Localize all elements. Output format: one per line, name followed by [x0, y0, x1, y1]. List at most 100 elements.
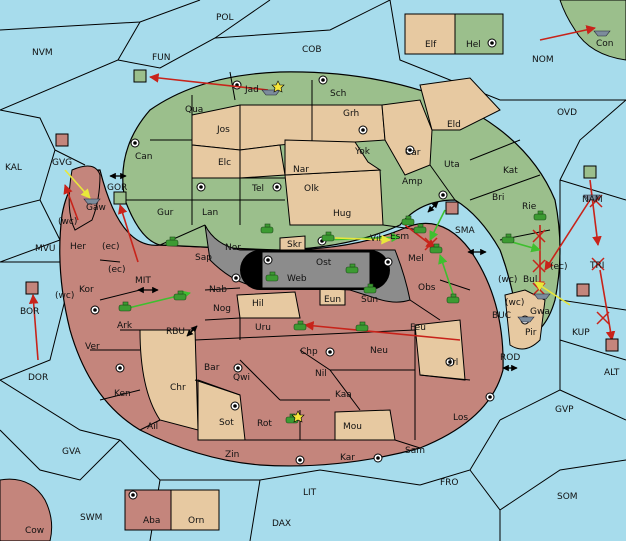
sea-label-COB: COB	[302, 45, 322, 55]
land-label-Grh: Grh	[343, 109, 359, 119]
land-label-Vil: Vil	[370, 234, 381, 244]
land-label-Kat: Kat	[503, 166, 518, 176]
land-label-Ken: Ken	[114, 389, 131, 399]
land-label-Hel: Hel	[466, 40, 481, 50]
land-label-Sam: Sam	[405, 446, 425, 456]
land-label-Nab: Nab	[209, 285, 227, 295]
land-label-Web: Web	[287, 274, 307, 284]
land-label-Neu: Neu	[370, 346, 388, 356]
sea-label-BUC: BUC	[492, 311, 511, 321]
sea-label-SWM: SWM	[80, 513, 102, 523]
land-label-Gaw: Gaw	[86, 203, 106, 213]
land-label-Olk: Olk	[304, 184, 320, 194]
orders-yellow	[64, 169, 571, 306]
land-label-Jos: Jos	[216, 125, 230, 135]
coast-tags: (wc) (ec) (ec) (wc) (ec) (wc) (wc)	[55, 217, 568, 308]
land-label-Bul: Bul	[523, 275, 537, 285]
land-label-Skr: Skr	[287, 240, 302, 250]
land-label-Amp: Amp	[402, 177, 423, 187]
land-label-Sun: Sun	[361, 295, 378, 305]
land-label-Nor: Nor	[225, 243, 241, 253]
land-label-Qwi: Qwi	[233, 373, 250, 383]
land-label-Uru: Uru	[255, 323, 271, 333]
star-markers	[271, 80, 305, 423]
land-label-Nar: Nar	[293, 165, 309, 175]
land-label-Car: Car	[405, 148, 421, 158]
sea-label-GVP: GVP	[555, 405, 574, 415]
land-label-Ver: Ver	[85, 342, 100, 352]
sea-label-KUP: KUP	[572, 328, 590, 338]
land-label-Feu: Feu	[410, 323, 426, 333]
land-label-Bar: Bar	[204, 363, 220, 373]
land-label-Chp: Chp	[300, 347, 318, 357]
land-label-Hug: Hug	[333, 209, 351, 219]
land-label-Jad: Jad	[244, 85, 259, 95]
sea-label-ALT: ALT	[604, 368, 620, 378]
land-label-Los: Los	[453, 413, 468, 423]
sea-label-NAM: NAM	[582, 195, 603, 205]
land-label-Mel: Mel	[408, 254, 424, 264]
sea-label-MIT: MIT	[135, 276, 151, 286]
land-label-Sot: Sot	[219, 418, 234, 428]
land-label-Esm: Esm	[390, 232, 409, 242]
sea-label-TRI: TRI	[589, 261, 604, 271]
land-label-Eld: Eld	[447, 120, 461, 130]
land-label-Her: Her	[70, 242, 86, 252]
land-label-Hil: Hil	[252, 299, 264, 309]
island-aba-orn	[124, 489, 220, 531]
land-label-Can: Can	[135, 152, 153, 162]
sea-label-POL: POL	[216, 13, 234, 23]
sea-label-BOR: BOR	[20, 307, 39, 317]
sea-label-FUN: FUN	[152, 53, 171, 63]
sea-label-GVA: GVA	[62, 447, 82, 457]
land-label-Cow: Cow	[25, 526, 44, 536]
land-label-Rie: Rie	[522, 202, 537, 212]
sea-label-MVU: MVU	[35, 244, 56, 254]
land-label-Orl: Orl	[445, 358, 458, 368]
fleet-ships	[83, 30, 611, 323]
land-label-Ark: Ark	[117, 321, 133, 331]
land-label-Ost: Ost	[316, 258, 332, 268]
land-label-Sch: Sch	[330, 89, 346, 99]
coast-tag-gwa-wc: (wc)	[505, 298, 524, 308]
sea-label-OVD: OVD	[557, 108, 577, 118]
land-label-Kar: Kar	[340, 453, 355, 463]
land-label-Sap: Sap	[195, 253, 212, 263]
impassable-capsule	[240, 250, 390, 290]
land-label-Mou: Mou	[343, 422, 362, 432]
land-label-Orn: Orn	[188, 516, 204, 526]
sea-label-KAL: KAL	[5, 163, 22, 173]
sea-label-DAX: DAX	[272, 519, 291, 529]
land-label-Uta: Uta	[444, 160, 460, 170]
land-label-Elf: Elf	[425, 40, 437, 50]
land-label-Ail: Ail	[147, 422, 158, 432]
land-label-Qua: Qua	[185, 105, 203, 115]
sea-label-GVG: GVG	[52, 158, 72, 168]
units-fleets	[25, 69, 619, 352]
land-label-Yok: Yok	[354, 147, 371, 157]
land-label-Chr: Chr	[170, 383, 186, 393]
sea-label-ROD: ROD	[500, 353, 520, 363]
land-label-Tel: Tel	[251, 184, 264, 194]
land-label-Aba: Aba	[143, 516, 160, 526]
land-labels: Elf Hel Con Jad Sch Qua Jos Grh Eld Can …	[25, 39, 614, 536]
coast-tag-gaw-wc: (wc)	[58, 217, 77, 227]
sea-label-SOM: SOM	[557, 492, 578, 502]
land-label-Kaa: Kaa	[335, 390, 352, 400]
land-label-Kor: Kor	[79, 285, 94, 295]
sea-label-LIT: LIT	[303, 488, 317, 498]
sea-label-RBU: RBU	[166, 327, 185, 337]
land-label-Pir: Pir	[525, 328, 537, 338]
land-label-Gwa: Gwa	[530, 307, 550, 317]
coast-tag-gaw-ec: (ec)	[102, 242, 120, 252]
coast-tag-kor-ec: (ec)	[108, 265, 126, 275]
orders-red	[28, 25, 616, 361]
coast-tag-kor-wc: (wc)	[55, 291, 74, 301]
tan-regions	[139, 77, 546, 441]
sea-label-DOR: DOR	[28, 373, 48, 383]
land-label-Elc: Elc	[218, 158, 231, 168]
land-label-Con: Con	[596, 39, 614, 49]
land-label-Rot: Rot	[257, 419, 272, 429]
land-label-Zin: Zin	[225, 450, 239, 460]
